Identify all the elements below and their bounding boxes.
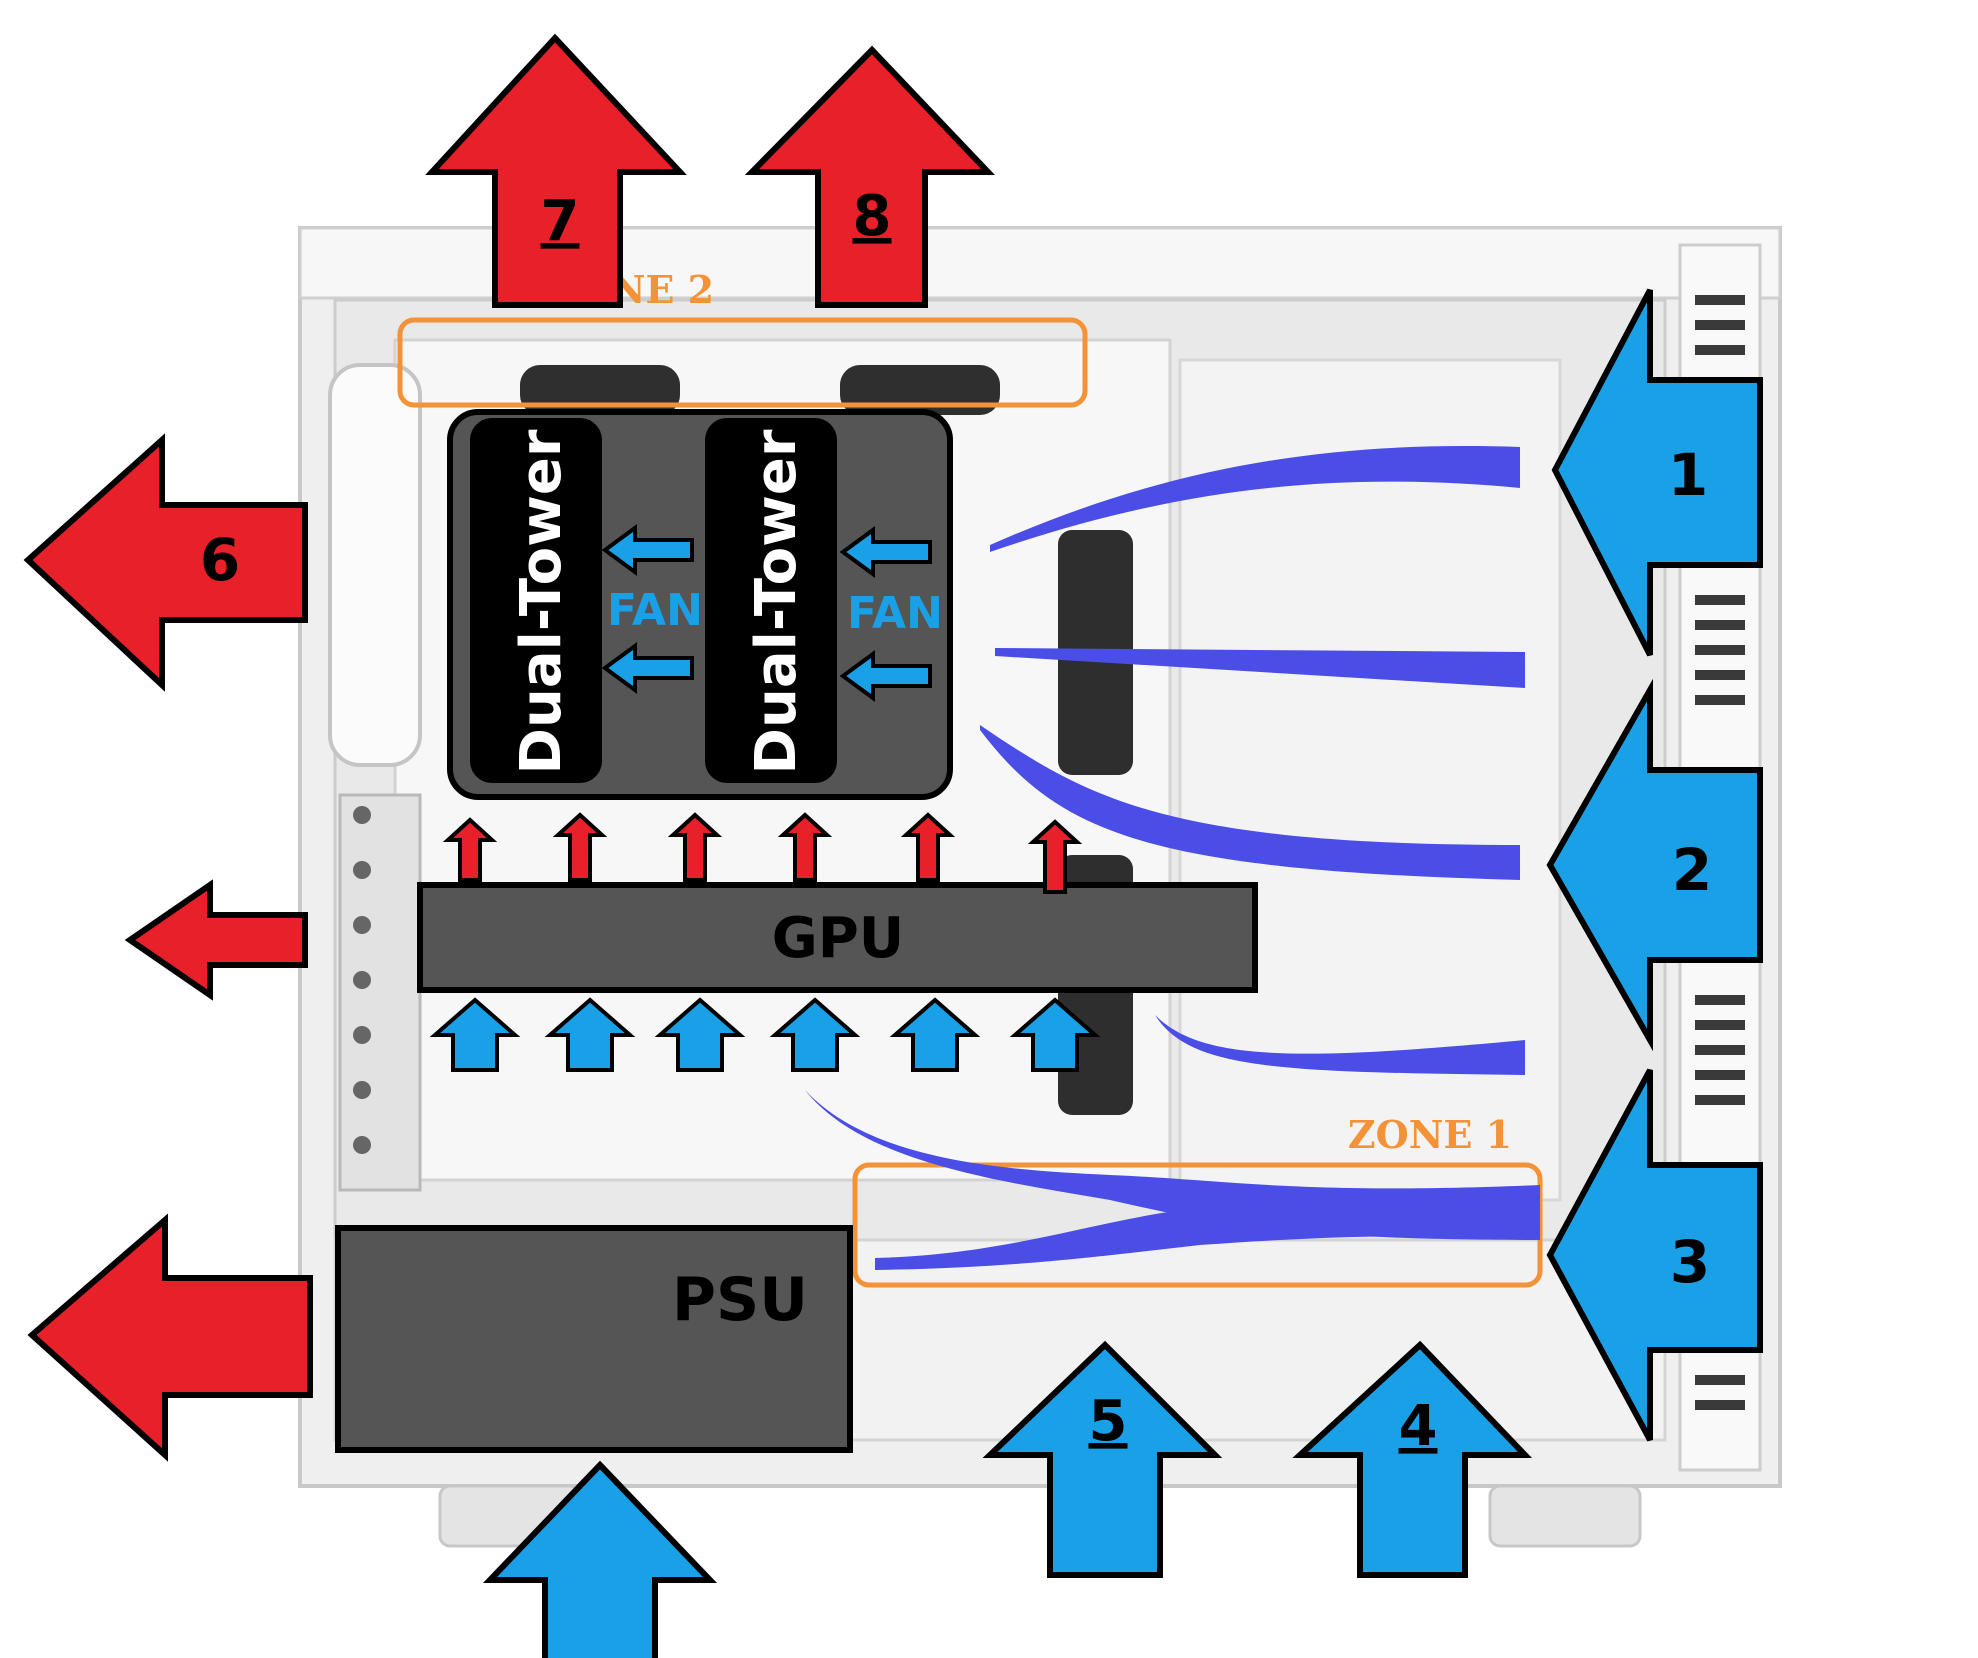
rear-fan-frame (328, 363, 422, 767)
psu-unit (335, 1225, 853, 1453)
airflow-stream-icon (1155, 1015, 1525, 1075)
arrow-icon (1009, 997, 1101, 1072)
intake-arrow-4 (1292, 1340, 1533, 1578)
airflow-stream-icon (990, 446, 1520, 552)
airflow-streams (805, 446, 1540, 1270)
arrow-icon (654, 997, 746, 1072)
psu-exhaust-arrow (27, 1213, 313, 1462)
intake-arrow-3 (1546, 1068, 1763, 1442)
arrow-icon (429, 997, 521, 1072)
arrow-icon (552, 812, 608, 882)
cooler-fan-b-label: FAN (847, 588, 943, 639)
intake-label-3: 3 (1670, 1228, 1710, 1296)
gpu-label: GPU (772, 906, 904, 971)
arrow-icon (601, 524, 694, 576)
gpu-intake-arrows (429, 997, 1101, 1072)
cooler-tower-a-label: Dual-Tower (509, 429, 574, 774)
intake-label-5: 5 (1089, 1389, 1128, 1454)
arrow-icon (442, 817, 498, 882)
expansion-slots (338, 793, 422, 1192)
intake-arrow-5 (982, 1340, 1223, 1578)
exhaust-label-7: 7 (541, 189, 580, 254)
gpu-card (417, 882, 1258, 993)
cooler-tower-a (470, 418, 602, 783)
intake-label-2: 2 (1672, 836, 1712, 904)
gpu-assembly: GPU (417, 812, 1258, 1072)
exhaust-arrow-6 (23, 433, 308, 692)
arrow-icon (601, 642, 694, 694)
arrow-icon (1027, 819, 1083, 894)
intake-label-1: 1 (1668, 441, 1708, 509)
intake-arrow-1 (1551, 288, 1763, 657)
arrow-icon (777, 812, 833, 882)
gpu-rear-exhaust-arrow (124, 879, 308, 1001)
intake-arrows (482, 288, 1763, 1658)
arrow-icon (769, 997, 861, 1072)
arrow-icon (889, 997, 981, 1072)
airflow-stream-icon (980, 725, 1520, 880)
cooler-tower-b (705, 418, 837, 783)
case-foot-right (1488, 1484, 1642, 1548)
arrow-icon (900, 812, 956, 882)
cooler-tower-b-label: Dual-Tower (744, 429, 809, 774)
zone1-label: ZONE 1 (1348, 1112, 1512, 1157)
exhaust-arrow-7 (425, 33, 687, 308)
arrow-icon (839, 650, 932, 702)
airflow-stream-icon (995, 648, 1525, 688)
cooler-airflow-arrows (601, 524, 932, 702)
intake-arrow-2 (1546, 678, 1763, 1052)
zone2-box (397, 317, 1088, 408)
psu-label: PSU (672, 1265, 808, 1335)
arrow-icon (839, 526, 932, 578)
psu-intake-arrow (482, 1460, 718, 1658)
psu-assembly: PSU (335, 1225, 853, 1453)
exhaust-arrows (23, 33, 995, 1462)
intake-label-4: 4 (1399, 1394, 1438, 1459)
arrow-icon (544, 997, 636, 1072)
front-panel-vents (1695, 295, 1745, 1410)
exhaust-label-8: 8 (853, 184, 892, 249)
exhaust-label-6: 6 (200, 526, 240, 594)
cpu-cooler-assembly: Dual-Tower Dual-Tower FAN FAN (447, 409, 953, 800)
gpu-exhaust-arrows (442, 812, 1083, 894)
exhaust-arrow-8 (744, 45, 995, 308)
airflow-stream-icon (875, 1197, 1540, 1270)
cooler-fan-a-label: FAN (607, 585, 703, 636)
arrow-icon (667, 812, 723, 882)
